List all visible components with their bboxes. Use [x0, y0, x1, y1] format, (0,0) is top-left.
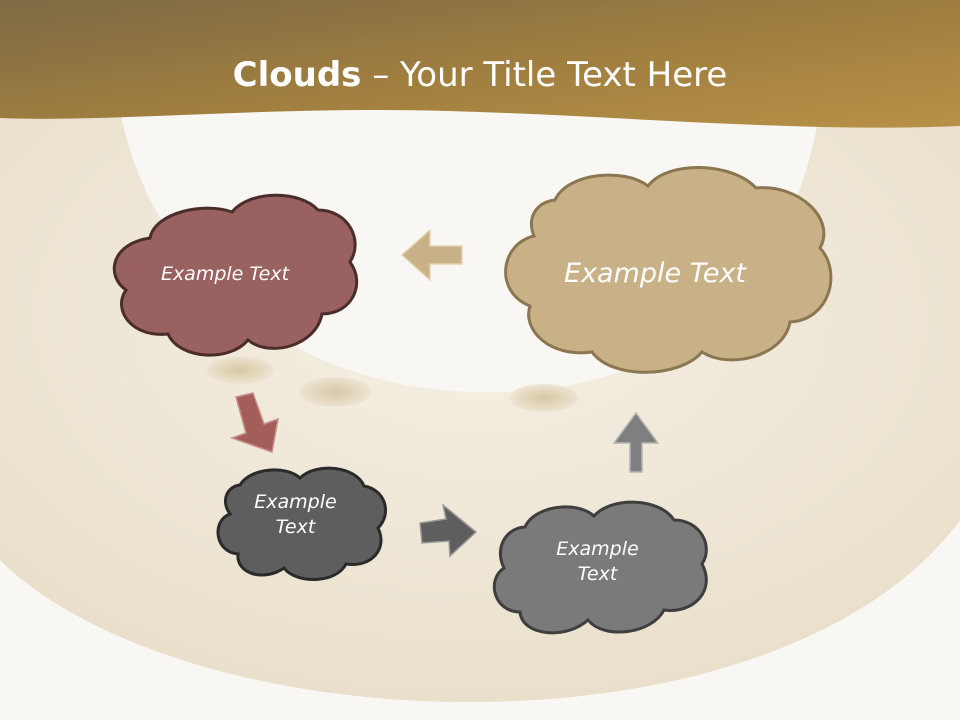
slide-title: Clouds – Your Title Text Here [0, 52, 960, 98]
arrow-right-icon [419, 503, 478, 558]
cloud-label: Example Text [556, 538, 639, 585]
cloud-shape [492, 500, 708, 635]
cloud-label: Example Text [160, 263, 290, 285]
title-rest-part: – Your Title Text Here [361, 55, 728, 95]
horseshoe-hole [510, 384, 578, 412]
cloud-shape [504, 166, 833, 374]
horseshoe-hole [299, 377, 371, 407]
arrow-left-icon [400, 228, 463, 282]
cloud-label: Example Text [563, 258, 747, 289]
horseshoe-shape [0, 110, 960, 703]
cloud-shape [216, 466, 387, 581]
horseshoe-hole [206, 356, 274, 384]
cloud-label: Example Text [254, 491, 337, 538]
arrow-down-icon [229, 392, 279, 453]
header-band [0, 0, 960, 128]
cloud-shape [112, 193, 359, 357]
arrow-up-icon [612, 411, 660, 473]
title-bold-part: Clouds [232, 55, 362, 95]
